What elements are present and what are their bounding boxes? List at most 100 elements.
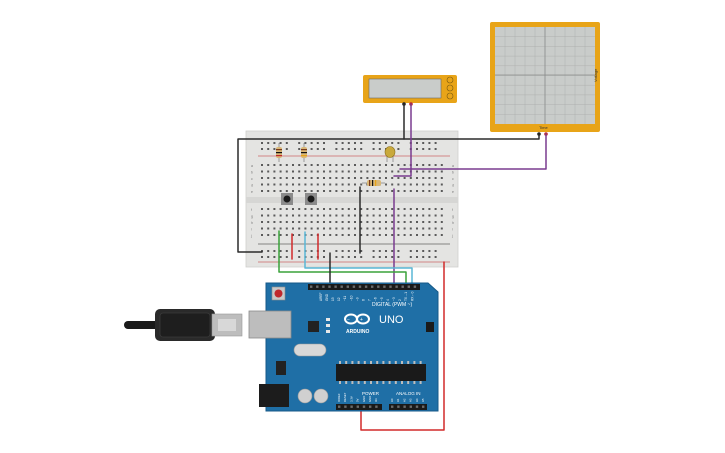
breadboard-hole[interactable] xyxy=(360,170,363,173)
breadboard-hole[interactable] xyxy=(285,256,288,258)
breadboard-hole[interactable] xyxy=(285,170,288,173)
breadboard-hole[interactable] xyxy=(354,227,356,230)
breadboard-hole[interactable] xyxy=(310,208,313,210)
breadboard-hole[interactable] xyxy=(323,256,325,258)
breadboard-hole[interactable] xyxy=(378,170,381,173)
breadboard-hole[interactable] xyxy=(391,227,394,230)
breadboard-hole[interactable] xyxy=(422,234,425,236)
breadboard-hole[interactable] xyxy=(391,164,394,166)
breadboard-hole[interactable] xyxy=(391,256,394,258)
breadboard-hole[interactable] xyxy=(372,190,375,192)
breadboard-hole[interactable] xyxy=(372,214,375,217)
breadboard-hole[interactable] xyxy=(409,214,412,217)
breadboard-hole[interactable] xyxy=(385,170,387,173)
breadboard-hole[interactable] xyxy=(285,214,288,217)
breadboard-hole[interactable] xyxy=(273,177,276,179)
breadboard-hole[interactable] xyxy=(416,214,418,217)
breadboard-hole[interactable] xyxy=(261,177,263,179)
breadboard-hole[interactable] xyxy=(285,227,288,230)
breadboard-hole[interactable] xyxy=(316,214,319,217)
breadboard-hole[interactable] xyxy=(416,164,418,166)
breadboard-hole[interactable] xyxy=(267,250,270,252)
breadboard-hole[interactable] xyxy=(273,234,276,236)
breadboard-hole[interactable] xyxy=(292,177,294,179)
breadboard-hole[interactable] xyxy=(360,221,363,223)
breadboard-hole[interactable] xyxy=(310,164,313,166)
breadboard-hole[interactable] xyxy=(298,214,301,217)
breadboard-hole[interactable] xyxy=(285,234,288,236)
breadboard-hole[interactable] xyxy=(409,208,412,210)
breadboard-hole[interactable] xyxy=(378,234,381,236)
breadboard-hole[interactable] xyxy=(378,256,381,258)
breadboard-hole[interactable] xyxy=(279,221,282,223)
breadboard-hole[interactable] xyxy=(316,208,319,210)
breadboard-hole[interactable] xyxy=(267,214,270,217)
breadboard-hole[interactable] xyxy=(440,208,443,210)
breadboard-hole[interactable] xyxy=(304,214,307,217)
breadboard-hole[interactable] xyxy=(341,164,344,166)
breadboard-hole[interactable] xyxy=(385,227,387,230)
breadboard-hole[interactable] xyxy=(403,221,406,223)
breadboard-hole[interactable] xyxy=(347,177,350,179)
breadboard-hole[interactable] xyxy=(292,164,294,166)
breadboard-hole[interactable] xyxy=(335,234,338,236)
breadboard-hole[interactable] xyxy=(422,164,425,166)
breadboard-hole[interactable] xyxy=(323,227,325,230)
breadboard-hole[interactable] xyxy=(360,177,363,179)
capacitor[interactable] xyxy=(384,146,396,163)
breadboard-hole[interactable] xyxy=(428,142,431,144)
breadboard-hole[interactable] xyxy=(341,190,344,192)
breadboard-hole[interactable] xyxy=(385,183,387,186)
breadboard-hole[interactable] xyxy=(428,190,431,192)
breadboard-hole[interactable] xyxy=(360,190,363,192)
breadboard-hole[interactable] xyxy=(440,234,443,236)
breadboard-hole[interactable] xyxy=(298,183,301,186)
breadboard-hole[interactable] xyxy=(360,208,363,210)
breadboard-hole[interactable] xyxy=(422,221,425,223)
breadboard-hole[interactable] xyxy=(261,227,263,230)
breadboard-hole[interactable] xyxy=(428,234,431,236)
breadboard-hole[interactable] xyxy=(397,250,400,252)
breadboard-hole[interactable] xyxy=(378,208,381,210)
breadboard-hole[interactable] xyxy=(422,190,425,192)
breadboard-hole[interactable] xyxy=(397,256,400,258)
breadboard-hole[interactable] xyxy=(434,177,437,179)
breadboard-hole[interactable] xyxy=(310,177,313,179)
breadboard-hole[interactable] xyxy=(341,256,344,258)
breadboard-hole[interactable] xyxy=(403,177,406,179)
breadboard-hole[interactable] xyxy=(304,190,307,192)
breadboard-hole[interactable] xyxy=(372,170,375,173)
breadboard-hole[interactable] xyxy=(304,164,307,166)
breadboard-hole[interactable] xyxy=(403,183,406,186)
breadboard-hole[interactable] xyxy=(341,148,344,150)
breadboard-hole[interactable] xyxy=(391,250,394,252)
breadboard-hole[interactable] xyxy=(261,190,263,192)
breadboard-hole[interactable] xyxy=(347,142,350,144)
breadboard-hole[interactable] xyxy=(378,164,381,166)
breadboard-hole[interactable] xyxy=(304,142,307,144)
multimeter-mode-button[interactable] xyxy=(446,92,454,100)
breadboard-hole[interactable] xyxy=(366,208,369,210)
breadboard-hole[interactable] xyxy=(310,214,313,217)
breadboard-hole[interactable] xyxy=(341,142,344,144)
breadboard-hole[interactable] xyxy=(372,227,375,230)
breadboard-hole[interactable] xyxy=(267,190,270,192)
breadboard-hole[interactable] xyxy=(416,177,418,179)
breadboard-hole[interactable] xyxy=(440,214,443,217)
breadboard-hole[interactable] xyxy=(403,208,406,210)
breadboard-hole[interactable] xyxy=(329,183,332,186)
breadboard-hole[interactable] xyxy=(354,164,356,166)
breadboard-hole[interactable] xyxy=(292,183,294,186)
breadboard-hole[interactable] xyxy=(323,164,325,166)
breadboard-hole[interactable] xyxy=(391,234,394,236)
breadboard-hole[interactable] xyxy=(354,148,356,150)
breadboard-hole[interactable] xyxy=(285,177,288,179)
breadboard-hole[interactable] xyxy=(422,250,425,252)
breadboard-hole[interactable] xyxy=(347,208,350,210)
wire-green[interactable] xyxy=(278,230,407,288)
breadboard-hole[interactable] xyxy=(440,227,443,230)
breadboard-hole[interactable] xyxy=(316,148,319,150)
breadboard-hole[interactable] xyxy=(366,190,369,192)
resistor[interactable] xyxy=(362,180,385,186)
